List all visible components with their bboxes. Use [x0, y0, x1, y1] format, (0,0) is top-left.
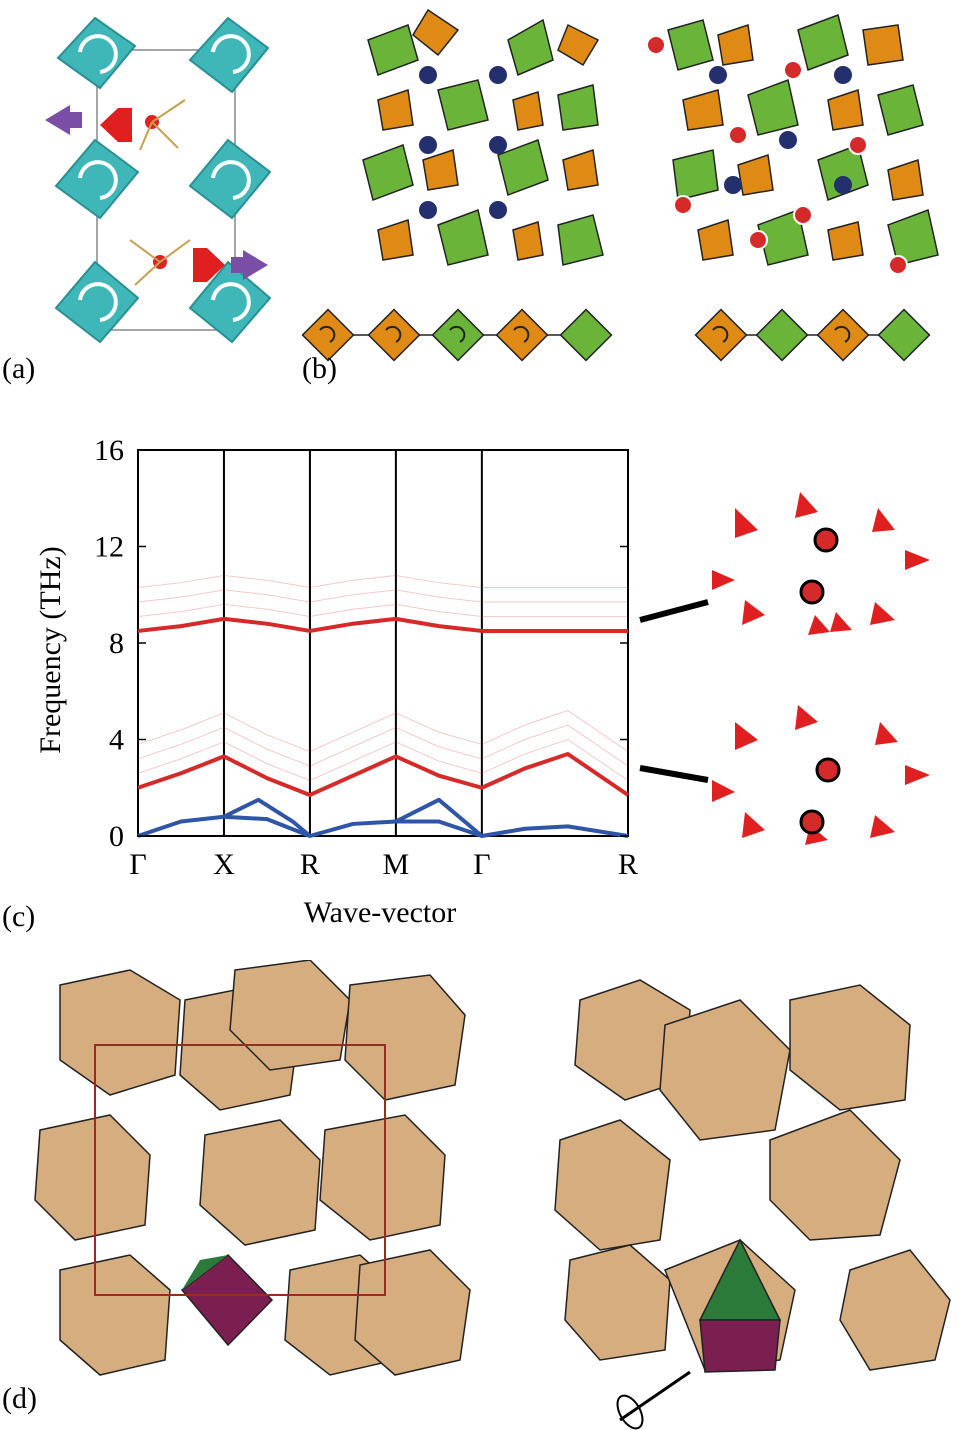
panel-a: (a) — [0, 0, 290, 390]
cyan-octahedra — [54, 16, 272, 344]
red-arrow-right — [193, 248, 225, 282]
red-arrow-left — [100, 108, 132, 142]
chart-ytick-label: 12 — [94, 531, 124, 564]
chart-ytick-label: 4 — [109, 724, 124, 757]
chart-xtick-label: M — [383, 848, 410, 881]
polyhedra-right — [554, 979, 951, 1371]
panel-b-frameworks — [301, 8, 939, 362]
chart-faint-band — [137, 709, 629, 753]
chart-xlabel: Wave-vector — [304, 896, 457, 929]
chart-xtick-label: R — [618, 848, 638, 881]
framework-left — [362, 8, 604, 266]
rotation-schematic-right — [694, 308, 931, 362]
panel-d: (d) — [0, 960, 961, 1430]
chart-frame — [137, 449, 629, 837]
chart-faint-band — [137, 603, 628, 617]
chart-series-line-0 — [137, 616, 628, 633]
mode-upper-schematic — [639, 492, 930, 635]
mode-lower-schematic — [639, 705, 930, 845]
chart-series-line-4 — [394, 797, 484, 838]
chart-xtick-label: Γ — [473, 848, 490, 881]
chart-ytick-label: 0 — [109, 820, 124, 853]
chart-xtick-label: Γ — [129, 848, 146, 881]
chart-series-line-2 — [137, 814, 629, 838]
chart-series-line-3 — [223, 797, 312, 838]
panel-c-label: (c) — [2, 900, 36, 933]
panel-d-label: (d) — [2, 1382, 37, 1415]
panel-a-label: (a) — [2, 352, 36, 385]
chart-ytick-label: 16 — [94, 434, 124, 467]
phonon-dispersion-chart: 0 4 8 12 16Γ X R M Γ R Wave-vector Frequency (THz… — [34, 434, 930, 929]
chart-series-line-1 — [137, 751, 630, 797]
panel-d-polyhedra — [34, 960, 951, 1430]
chart-xtick-label: R — [300, 848, 320, 881]
polyhedra-left — [34, 960, 471, 1376]
chart-xtick-label: X — [213, 848, 235, 881]
panel-b-label: (b) — [302, 352, 337, 385]
panel-a-structure — [45, 16, 272, 344]
purple-arrow-left — [45, 105, 82, 135]
chart-faint-band — [137, 574, 628, 589]
chart-faint-band — [137, 724, 629, 767]
chart-faint-band — [137, 738, 629, 782]
framework-right — [667, 14, 939, 266]
chart-faint-band — [137, 589, 628, 603]
chart-ylabel: Frequency (THz) — [34, 546, 67, 753]
panel-b: (b) — [298, 0, 961, 395]
purple-arrow-right — [231, 250, 268, 280]
chart-ytick-label: 8 — [109, 627, 124, 660]
rotation-schematic-left — [301, 308, 613, 362]
